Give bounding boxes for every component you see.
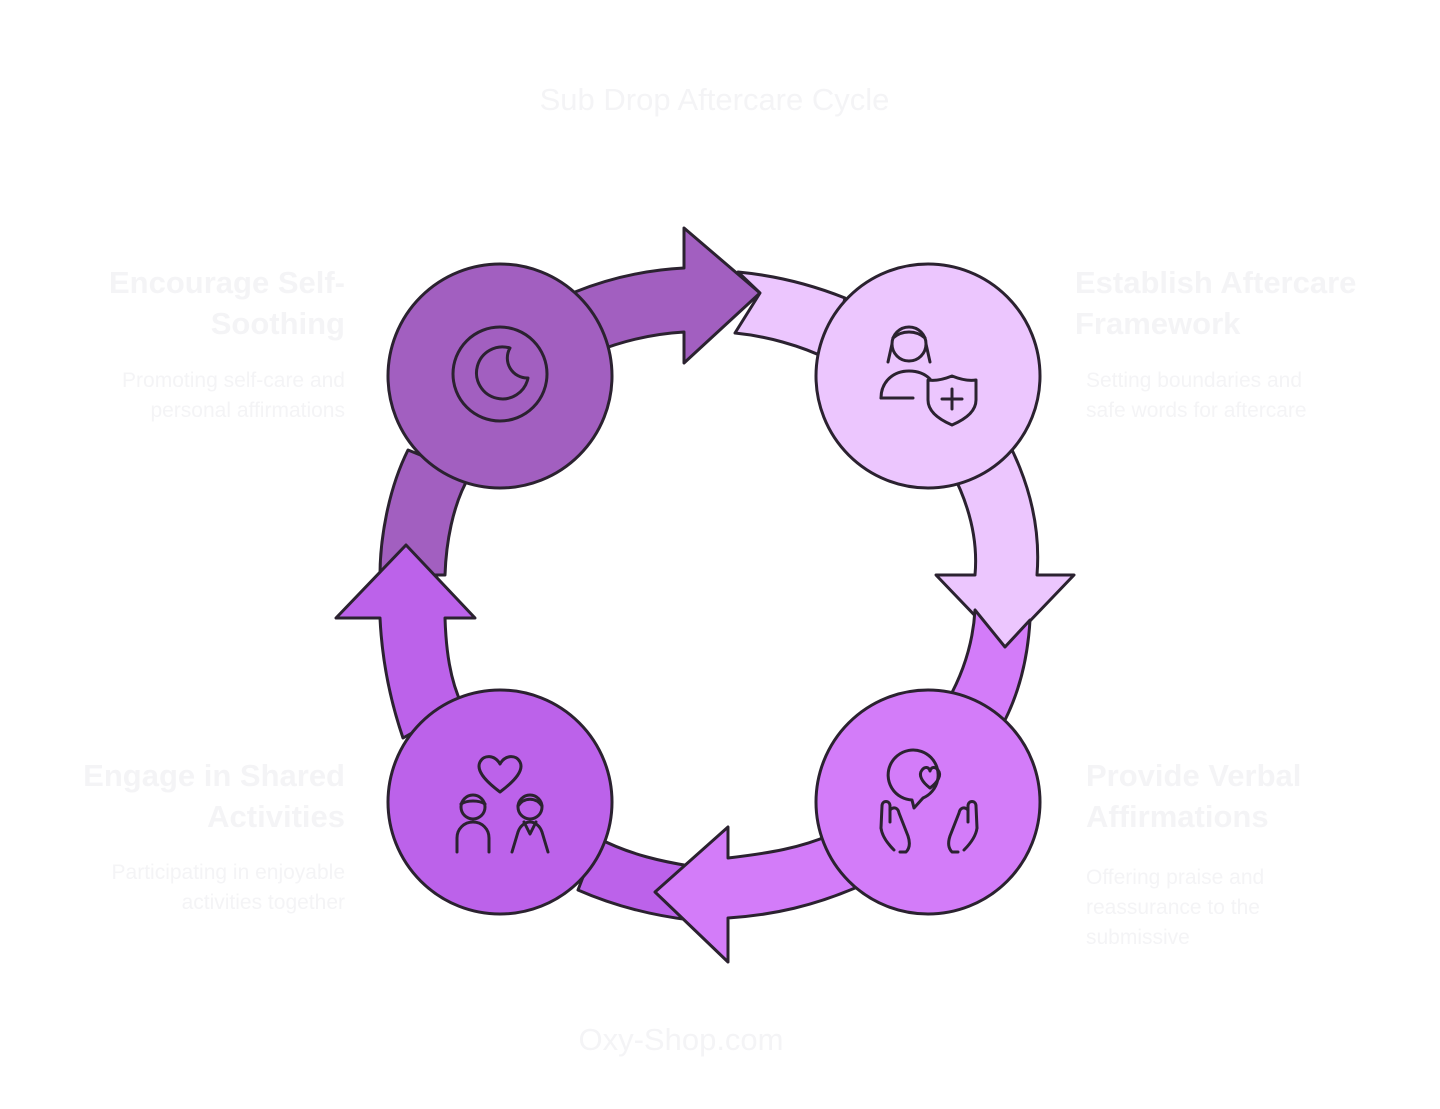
moon-icon <box>451 325 549 423</box>
stage-circle-activities <box>386 688 614 916</box>
stage-heading-framework: Establish Aftercare Framework <box>1075 265 1357 341</box>
couple-heart-icon <box>455 755 550 854</box>
ring-segment-affirmations-bottom <box>653 825 857 964</box>
stage-description-self-soothing: Promoting self-care and personal affirma… <box>122 369 345 422</box>
diagram-title: Sub Drop Aftercare Cycle <box>539 82 890 117</box>
stage-description-affirmations: Offering praise and reassurance to the s… <box>1086 866 1265 949</box>
person-shield-icon <box>879 325 978 427</box>
hands-heart-bubble-icon <box>879 748 979 854</box>
stage-circle-self-soothing <box>386 262 614 490</box>
stage-description-activities: Participating in enjoyable activities to… <box>111 861 345 914</box>
footer-watermark: Oxy-Shop.com <box>578 1022 784 1057</box>
stage-heading-affirmations: Provide Verbal Affirmations <box>1086 758 1302 834</box>
stage-description-framework: Setting boundaries and safe words for af… <box>1086 369 1307 422</box>
stage-heading-self-soothing: Encourage Self- Soothing <box>109 265 345 341</box>
stage-circle-affirmations <box>814 688 1042 916</box>
stage-heading-activities: Engage in Shared Activities <box>83 758 345 834</box>
